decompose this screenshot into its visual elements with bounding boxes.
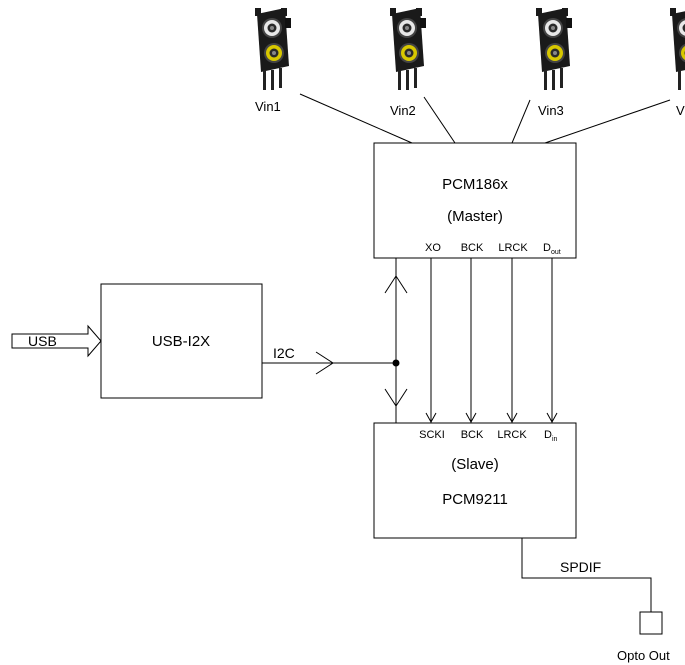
jack-label-vin3: Vin3 <box>538 103 564 118</box>
master-pin-lrck: LRCK <box>498 242 528 254</box>
jack-label-vin1: Vin1 <box>255 99 281 114</box>
i2c-label: I2C <box>273 345 295 361</box>
rca-jack-icon-vin3 <box>536 8 572 90</box>
slave-name: PCM9211 <box>442 491 508 508</box>
master-pin-dout: Dout <box>543 242 561 256</box>
master-name: PCM186x <box>442 176 508 193</box>
master-block <box>373 142 577 259</box>
slave-pin-bck: BCK <box>461 429 484 441</box>
jack-wire-vin3 <box>511 99 531 144</box>
spdif-label: SPDIF <box>560 559 601 575</box>
slave-pin-din: Din <box>544 429 558 443</box>
slave-block <box>373 422 577 539</box>
jack-wire-vin4 <box>544 99 671 144</box>
i2c-bus-up-arrow <box>384 275 408 294</box>
lrck-arrowhead <box>506 412 518 424</box>
spdif-wire <box>521 538 652 612</box>
master-role: (Master) <box>447 208 503 225</box>
jack-label-vin2: Vin2 <box>390 103 416 118</box>
usb-arrow <box>11 324 102 358</box>
i2c-arrowhead <box>315 351 334 375</box>
usb-label: USB <box>28 333 57 349</box>
slave-pin-lrck: LRCK <box>497 429 527 441</box>
jack-wire-vin1 <box>299 93 413 144</box>
i2c-bus-down-arrow <box>384 388 408 407</box>
rca-jack-icon-vin1 <box>255 8 291 90</box>
opto-out-connector <box>639 611 663 635</box>
rca-jack-icon-vin2 <box>390 8 426 90</box>
master-pin-xo: XO <box>425 242 441 254</box>
usb-bridge-name: USB-I2X <box>152 333 210 350</box>
bck-arrowhead <box>465 412 477 424</box>
usb-bridge-block <box>100 283 263 399</box>
data-arrowhead <box>546 412 558 424</box>
slave-role: (Slave) <box>451 456 499 473</box>
rca-jack-icon-vin4 <box>670 8 685 90</box>
opto-out-label: Opto Out <box>617 648 670 663</box>
xo-scki-arrowhead <box>425 412 437 424</box>
jack-wire-vin2 <box>423 96 456 144</box>
master-pin-bck: BCK <box>461 242 484 254</box>
jack-label-vin4: V <box>676 103 685 118</box>
slave-pin-scki: SCKI <box>419 429 445 441</box>
